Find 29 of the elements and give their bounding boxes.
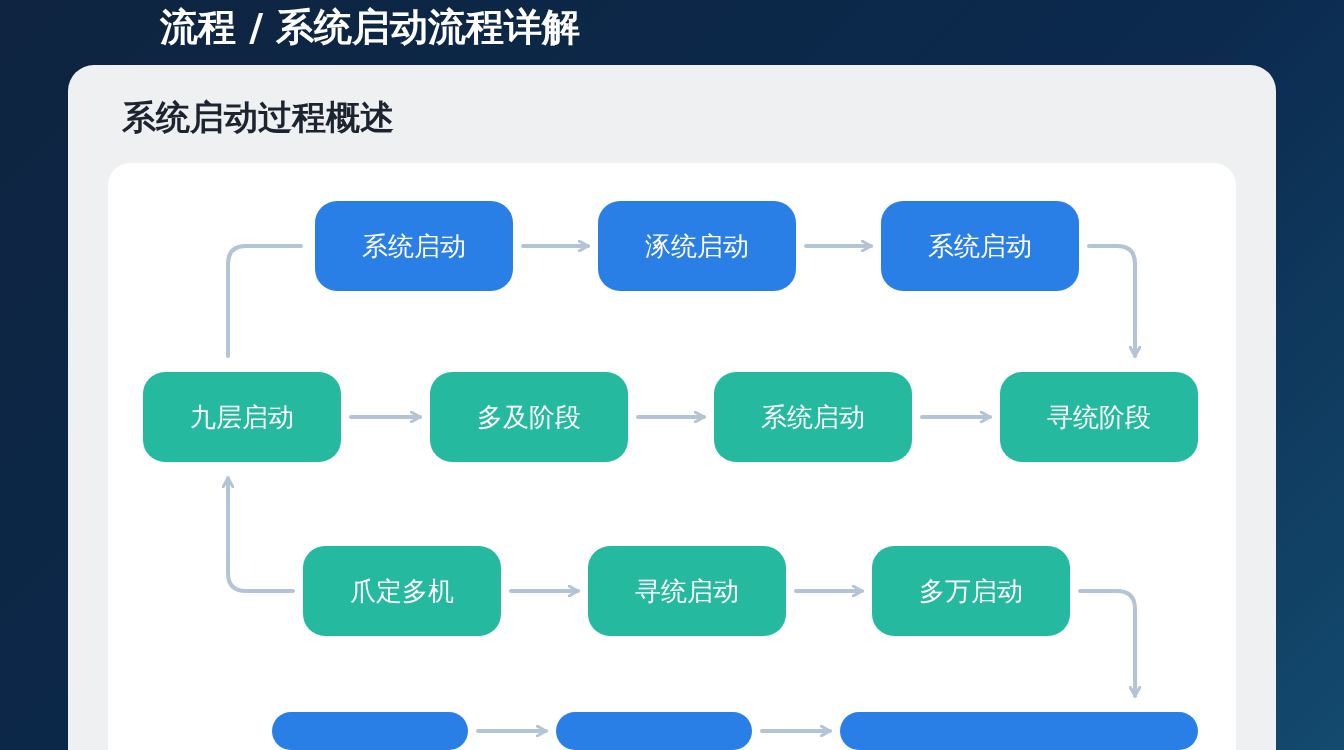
arrow [349,410,422,424]
process-box [840,712,1198,750]
process-box: 涿统启动 [598,201,796,291]
arrow [509,584,580,598]
connector-line [226,244,303,358]
arrow [476,724,548,738]
process-box: 多及阶段 [430,372,628,462]
process-box: 九层启动 [143,372,341,462]
card-panel [68,65,1276,750]
process-box [272,712,468,750]
process-box [556,712,752,750]
process-box: 寻统阶段 [1000,372,1198,462]
section-heading: 系统启动过程概述 [122,96,394,139]
arrow [920,410,992,424]
process-box: 寻统启动 [588,546,786,636]
process-box: 多万启动 [872,546,1070,636]
arrow [636,410,706,424]
arrow [760,724,832,738]
arrow [1078,589,1142,698]
arrow [804,239,873,253]
process-box: 爪定多机 [303,546,501,636]
process-box: 系统启动 [714,372,912,462]
arrow [521,239,590,253]
arrow [1087,244,1142,358]
process-box: 系统启动 [315,201,513,291]
page-title: 流程 / 系统启动流程详解 [160,4,581,51]
arrow [221,476,295,593]
process-box: 系统启动 [881,201,1079,291]
arrow [794,584,864,598]
